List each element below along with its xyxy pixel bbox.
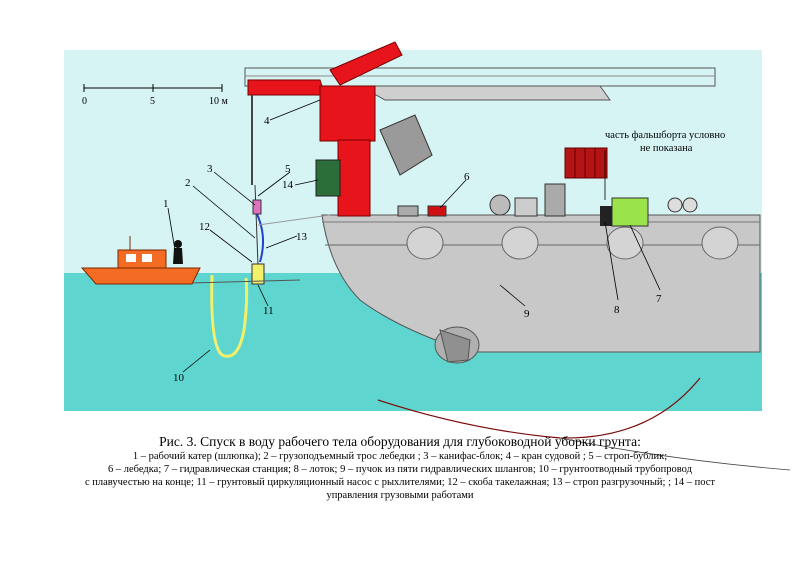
label-4: 4 <box>264 115 270 127</box>
label-8: 8 <box>614 304 620 316</box>
caption-line: с плавучестью на конце; 11 – грунтовый ц… <box>84 477 715 488</box>
note-line-2: не показана <box>640 143 693 154</box>
label-11: 11 <box>263 305 274 317</box>
caption-line: 1 – рабочий катер (шлюпка); 2 – грузопод… <box>132 451 668 462</box>
label-14: 14 <box>282 179 294 191</box>
work-boat <box>80 236 201 285</box>
ship-crane <box>247 41 433 217</box>
hydraulic-station <box>611 197 649 227</box>
label-13: 13 <box>296 231 308 243</box>
label-9: 9 <box>524 308 530 320</box>
label-1: 1 <box>163 198 169 210</box>
label-12: 12 <box>199 221 210 233</box>
ship <box>244 67 761 364</box>
annotation-scribble <box>377 377 701 439</box>
label-3: 3 <box>207 163 213 175</box>
figure-caption: Рис. 3. Спуск в воду рабочего тела обору… <box>40 434 760 502</box>
caption-line: 6 – лебедка; 7 – гидравлическая станция;… <box>108 464 692 475</box>
discharge-pipe <box>210 274 249 358</box>
scale-tick-5: 5 <box>150 96 155 107</box>
leader-lines <box>167 99 661 373</box>
scale-tick-10: 10 м <box>209 96 229 107</box>
caption-line: управления грузовыми работами <box>326 490 474 501</box>
label-5: 5 <box>285 163 291 175</box>
scale-tick-0: 0 <box>82 96 87 107</box>
caption-title: Рис. 3. Спуск в воду рабочего тела обору… <box>159 434 641 449</box>
label-10: 10 <box>173 372 185 384</box>
label-2: 2 <box>185 177 191 189</box>
control-post <box>315 159 341 197</box>
note-line-1: часть фальшборта условно <box>605 130 725 141</box>
winch <box>427 205 447 217</box>
cargo-container <box>564 147 608 179</box>
lowering-rig <box>251 184 331 285</box>
caption-body: 1 – рабочий катер (шлюпка); 2 – грузопод… <box>40 450 760 502</box>
pump <box>251 263 265 285</box>
label-7: 7 <box>656 293 662 305</box>
label-6: 6 <box>464 171 470 183</box>
scale-bar: 0 5 10 м <box>82 84 229 107</box>
